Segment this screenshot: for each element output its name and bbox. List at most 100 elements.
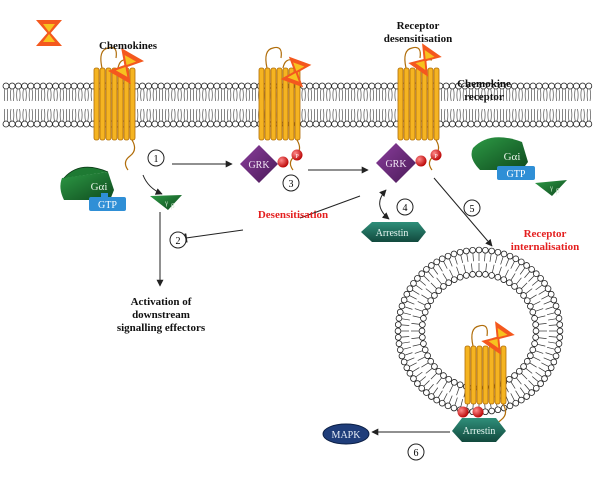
lipid-head <box>64 82 72 90</box>
transmembrane-helix <box>99 67 106 141</box>
lipid-head <box>455 120 463 128</box>
lipid-head <box>324 120 332 128</box>
gtp-label: GTP <box>98 200 117 211</box>
lipid-head <box>337 120 345 128</box>
vesicle-lipid-head <box>435 368 442 375</box>
vesicle-lipid-head <box>475 246 483 254</box>
vesicle-lipid-head <box>450 250 458 258</box>
vesicle-lipid-head <box>420 315 427 322</box>
lipid-head <box>566 120 574 128</box>
lipid-tail <box>22 88 27 102</box>
lipid-tail <box>307 88 312 102</box>
lipid-head <box>163 82 171 90</box>
lipid-head <box>312 120 320 128</box>
vesicle-lipid-head <box>523 262 530 269</box>
vesicle-lipid-head <box>450 379 458 386</box>
lipid-head <box>337 82 345 90</box>
lipid-head <box>355 82 363 90</box>
lipid-tail <box>568 108 573 122</box>
vesicle-lipid-head <box>456 273 464 281</box>
vesicle-lipid-head <box>532 334 539 341</box>
transmembrane-helix <box>409 67 416 141</box>
phosphate-right: P <box>415 149 442 167</box>
lipid-head <box>386 120 394 128</box>
lipid-tail <box>314 108 318 122</box>
lipid-head <box>573 120 580 128</box>
transmembrane-helix <box>111 67 118 141</box>
lipid-tail <box>233 108 238 122</box>
lipid-head <box>58 82 66 90</box>
lipid-tail <box>165 88 170 102</box>
lipid-tail <box>332 88 337 102</box>
vesicle-lipid-head <box>440 372 447 379</box>
step-5: 5 <box>463 199 481 217</box>
lipid-head <box>225 120 233 128</box>
vesicle-lipid-head <box>428 393 435 400</box>
lipid-head <box>529 82 537 90</box>
vesicle-lipid-head <box>394 327 402 335</box>
step-3: 3 <box>282 174 300 192</box>
lipid-head <box>529 120 537 128</box>
mapk-label: MAPK <box>332 430 362 441</box>
lipid-tail <box>475 108 480 122</box>
lipid-tail <box>78 88 83 102</box>
transmembrane-helix <box>276 67 283 141</box>
lipid-head <box>151 120 159 128</box>
vesicle-lipid-head <box>431 363 438 370</box>
lipid-tail <box>53 88 58 102</box>
chemokine-icon-legend <box>36 20 62 46</box>
lipid-head <box>163 120 171 128</box>
lipid-head <box>306 82 314 90</box>
vesicle-lipid-head <box>403 364 411 372</box>
lipid-tail <box>376 108 380 122</box>
lipid-tail <box>518 108 523 122</box>
lipid-head <box>560 120 568 128</box>
lipid-head <box>535 120 543 128</box>
vesicle-lipid-head <box>529 346 537 354</box>
lipid-head <box>225 82 233 90</box>
lipid-head <box>579 82 586 90</box>
lipid-head <box>207 120 215 128</box>
vesicle-lipid-head <box>554 308 562 316</box>
lipid-head <box>14 120 22 128</box>
vesicle-lipid-head <box>500 250 508 258</box>
arrestin-bound: Arrestin <box>452 418 506 442</box>
lipid-head <box>169 82 177 90</box>
vesicle-lipid-head <box>420 340 427 347</box>
lipid-tail <box>53 108 58 122</box>
phosphate-middle: P <box>277 149 303 168</box>
vesicle-lipid-head <box>516 287 523 294</box>
lipid-head <box>2 120 10 128</box>
lipid-tail <box>531 88 535 102</box>
lipid-tail <box>537 88 542 102</box>
lipid-tail <box>10 108 15 122</box>
lipid-head <box>368 82 376 90</box>
lipid-head <box>486 120 494 128</box>
receptor-internalisation-label: Receptor internalisation <box>510 228 580 253</box>
lipid-tail <box>140 108 145 122</box>
lipid-head <box>188 120 196 128</box>
endocytic-vesicle <box>394 246 564 416</box>
lipid-tail <box>72 88 77 102</box>
lipid-head <box>219 120 227 128</box>
vesicle-lipid-head <box>435 287 442 294</box>
vesicle-lipid-head <box>547 290 555 298</box>
lipid-head <box>318 120 326 128</box>
lipid-tail <box>444 108 449 122</box>
gamma-label: γ <box>549 184 553 192</box>
p-label: P <box>295 154 299 160</box>
vesicle-lipid-head <box>431 292 438 299</box>
lipid-tail <box>456 108 461 122</box>
lipid-head <box>219 82 227 90</box>
lipid-tail <box>301 88 306 102</box>
transmembrane-helix <box>282 67 289 141</box>
lipid-tail <box>357 108 362 122</box>
vesicle-lipid-head <box>506 252 514 260</box>
lipid-head <box>448 120 456 128</box>
lipid-head <box>306 120 314 128</box>
chemokine-bound-3 <box>408 43 442 77</box>
lipid-head <box>46 120 53 128</box>
vesicle-lipid-head <box>532 270 540 278</box>
lipid-tail <box>214 108 219 122</box>
vesicle-lipid-head <box>541 280 548 287</box>
